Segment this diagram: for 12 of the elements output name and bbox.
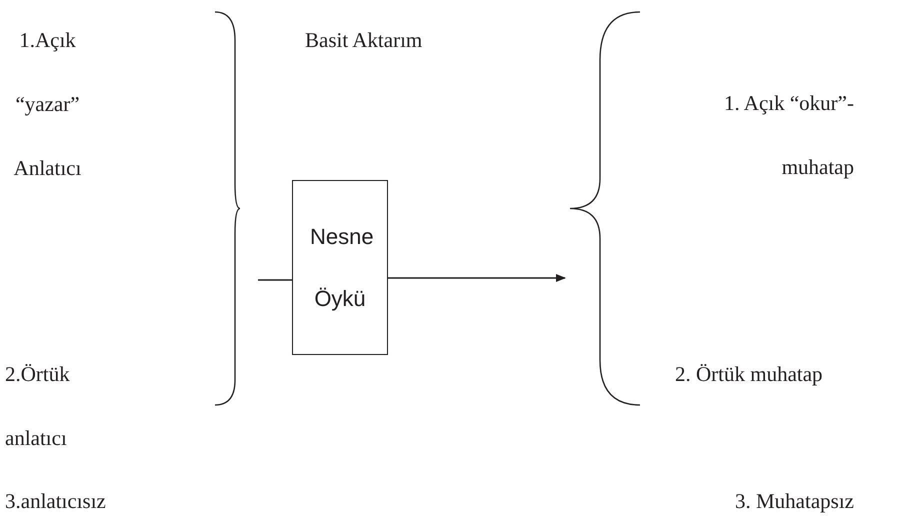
curly-brace (214, 11, 241, 406)
connector-line (258, 279, 292, 281)
process-box: Nesne Öykü (292, 180, 388, 355)
curly-brace (569, 11, 640, 406)
text-label: 2.Örtük anlatıcı (5, 361, 71, 452)
arrow (388, 274, 566, 282)
text-label: Basit Aktarım (305, 27, 424, 54)
text-label: 1.Açık “yazar” Anlatıcı (12, 27, 82, 182)
text-label: 3.anlatıcısız (5, 488, 107, 515)
text-label: 3. Muhatapsız (735, 488, 855, 515)
text-label: 1. Açık “okur”- muhatap (722, 90, 854, 181)
text-label: 2. Örtük muhatap (675, 361, 824, 388)
